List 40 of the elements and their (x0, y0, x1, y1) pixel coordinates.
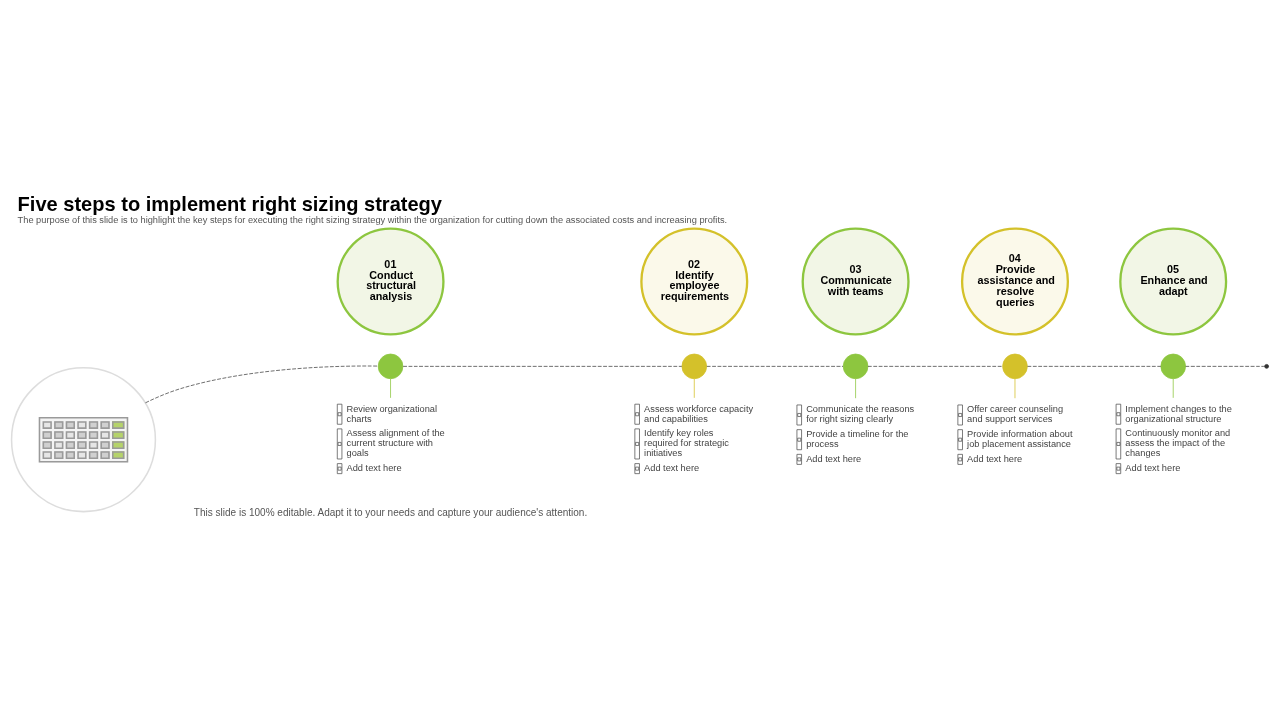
node-circle: 01 Conduct structural analysis (336, 227, 445, 336)
node-label: Provide a timeline for the process (806, 429, 909, 450)
node-label: Implement changes to the organizational structure (1125, 403, 1232, 424)
connector (693, 378, 695, 399)
connector (390, 378, 391, 399)
connector (867, 366, 1003, 367)
connector (402, 366, 683, 367)
node-label: Continuously monitor and assess the impact of the changes (1125, 428, 1231, 459)
node-label: Add text here (346, 463, 402, 474)
node-label: Add text here (806, 453, 862, 464)
label: This slide is 100% editable. Adapt it to your needs and capture your audience's attention. (193, 506, 588, 518)
connector (855, 378, 856, 399)
node-label: Review organizational charts (346, 403, 438, 424)
node-circle: 02 Identify employee requirements (640, 227, 749, 336)
connector (145, 365, 379, 404)
node-label: Add text here (967, 453, 1023, 464)
node-circle: 04 Provide assistance and resolve queries (960, 227, 1069, 336)
node-label: Provide information about job placement assistance (967, 429, 1073, 450)
node-circle (1002, 353, 1028, 380)
caption: The purpose of this slide is to highlight the key steps for executing the right sizing strategy within the organization for cutting down the associated costs and increasing profits. (17, 214, 728, 225)
node-picture (10, 367, 157, 513)
node-circle (377, 353, 404, 380)
connector (1172, 378, 1174, 399)
node-label: Offer career counseling and support services (967, 404, 1064, 425)
connector (1185, 366, 1266, 367)
connector (706, 366, 844, 367)
node-label: Assess alignment of the current structure with goals (346, 428, 445, 459)
node-circle (1160, 353, 1186, 380)
node-label: Add text here (1125, 463, 1181, 474)
node-circle (842, 353, 869, 380)
diagram-title: Five steps to implement right sizing strategy (17, 193, 443, 216)
node-label: Add text here (644, 463, 700, 474)
node-label: Identify key roles required for strategic initiatives (644, 428, 729, 459)
node-circle (681, 353, 707, 380)
connector (1014, 378, 1016, 399)
node-label: Assess workforce capacity and capabilities (644, 403, 754, 424)
node-circle: 05 Enhance and adapt (1119, 227, 1228, 336)
node-circle: 03 Communicate with teams (801, 227, 910, 336)
node-label: Communicate the reasons for right sizing clearly (806, 404, 915, 425)
connector (1027, 366, 1162, 367)
